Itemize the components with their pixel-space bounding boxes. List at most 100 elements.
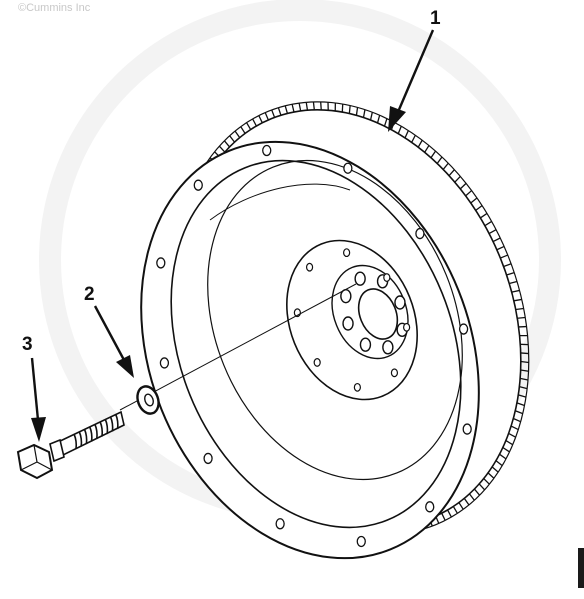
gear-tooth xyxy=(355,107,359,116)
callout-2-label: 2 xyxy=(84,284,95,305)
gear-tooth xyxy=(252,118,257,127)
rim-bolt-hole xyxy=(356,535,366,548)
gear-tooth xyxy=(496,245,505,251)
hub-dowel-hole xyxy=(305,262,314,272)
rim-bolt-hole xyxy=(415,227,425,240)
gear-tooth xyxy=(520,352,529,355)
gear-tooth xyxy=(518,394,527,398)
gear-tooth xyxy=(502,446,510,453)
gear-tooth xyxy=(448,169,455,177)
capscrew-thread xyxy=(73,433,78,450)
gear-tooth xyxy=(264,112,269,121)
rim-bolt-hole xyxy=(462,423,472,435)
gear-tooth xyxy=(383,118,388,127)
gear-tooth xyxy=(488,229,497,235)
gear-tooth xyxy=(473,488,481,496)
gear-tooth xyxy=(506,271,515,276)
gear-tooth xyxy=(520,360,529,364)
gear-tooth xyxy=(271,109,276,118)
hub-bolt-hole xyxy=(382,340,394,355)
flywheel-inner-ring xyxy=(170,159,462,529)
gear-tooth xyxy=(470,197,478,204)
hub-bolt-hole xyxy=(354,271,366,286)
gear-tooth xyxy=(397,125,402,134)
page-edge-mark xyxy=(578,548,584,588)
rim-bolt-hole xyxy=(159,357,170,369)
gear-tooth xyxy=(511,289,520,293)
assembly-centerline xyxy=(119,283,357,411)
gear-tooth xyxy=(500,254,509,259)
copyright-text: ©Cummins Inc xyxy=(18,2,91,14)
hub-dowel-hole xyxy=(353,382,361,392)
rim-bolt-hole xyxy=(203,452,213,465)
gear-tooth xyxy=(284,105,289,114)
gear-tooth xyxy=(442,162,449,170)
gear-tooth xyxy=(492,237,501,243)
gear-tooth xyxy=(491,466,499,473)
capscrew-threads xyxy=(73,413,119,450)
gear-tooth xyxy=(298,102,302,112)
gear-tooth xyxy=(376,115,381,124)
callout-2: 2 xyxy=(84,284,134,378)
rim-bolt-hole xyxy=(343,162,353,174)
gear-tooth xyxy=(229,135,236,143)
gear-tooth xyxy=(478,483,486,491)
gear-tooth xyxy=(362,109,366,118)
gear-tooth xyxy=(454,175,461,183)
capscrew-thread xyxy=(78,431,83,447)
rim-bolt-hole xyxy=(156,257,166,269)
gear-tooth xyxy=(458,502,464,510)
flywheel-center-bore xyxy=(357,288,399,340)
rim-bolt-hole xyxy=(275,518,285,530)
gear-tooth xyxy=(483,478,490,485)
hub-bolt-hole xyxy=(359,337,372,352)
hub-bolt-hole xyxy=(394,295,406,310)
gear-tooth xyxy=(517,316,526,319)
gear-tooth xyxy=(505,439,514,446)
gear-tooth xyxy=(240,126,246,134)
gear-tooth xyxy=(459,182,467,190)
gear-tooth xyxy=(246,122,252,130)
gear-tooth xyxy=(520,377,529,381)
gear-tooth xyxy=(320,101,322,110)
washer xyxy=(136,385,160,415)
capscrew-thread xyxy=(99,421,104,437)
flywheel-recess xyxy=(207,159,463,481)
hub-bolt-hole xyxy=(342,316,354,331)
gear-tooth xyxy=(503,263,512,268)
callout-1: 1 xyxy=(388,8,441,132)
callout-1-label: 1 xyxy=(430,8,441,29)
gear-tooth xyxy=(430,150,437,159)
gear-tooth xyxy=(519,386,528,390)
hub-dowel-hole xyxy=(390,368,399,378)
gear-tooth xyxy=(465,190,473,197)
gear-tooth xyxy=(258,115,263,124)
hub-dowel-hole xyxy=(383,273,391,282)
gear-tooth xyxy=(513,298,522,302)
gear-tooth xyxy=(277,107,282,116)
callout-3: 3 xyxy=(22,334,46,442)
flywheel-rim-holes xyxy=(156,144,472,548)
gear-tooth xyxy=(495,460,503,467)
rim-bolt-hole xyxy=(193,179,203,191)
gear-tooth xyxy=(515,410,523,415)
gear-tooth xyxy=(510,425,519,431)
gear-tooth xyxy=(509,280,518,285)
gear-tooth xyxy=(291,104,295,113)
gear-tooth xyxy=(441,512,446,521)
gear-tooth xyxy=(452,506,458,514)
hub-dowel-hole xyxy=(313,358,321,367)
hub-dowel-hole xyxy=(403,322,411,332)
gear-tooth xyxy=(369,112,373,121)
gear-tooth xyxy=(218,145,226,153)
gear-tooth xyxy=(348,105,351,114)
rim-bolt-hole xyxy=(425,501,435,513)
gear-tooth xyxy=(463,498,470,506)
rim-bolt-hole xyxy=(262,144,272,157)
capscrew-thread xyxy=(94,423,98,440)
rim-bolt-hole xyxy=(458,323,469,335)
capscrew-thread xyxy=(109,416,114,432)
gear-tooth xyxy=(475,205,483,211)
gear-tooth xyxy=(305,102,309,111)
